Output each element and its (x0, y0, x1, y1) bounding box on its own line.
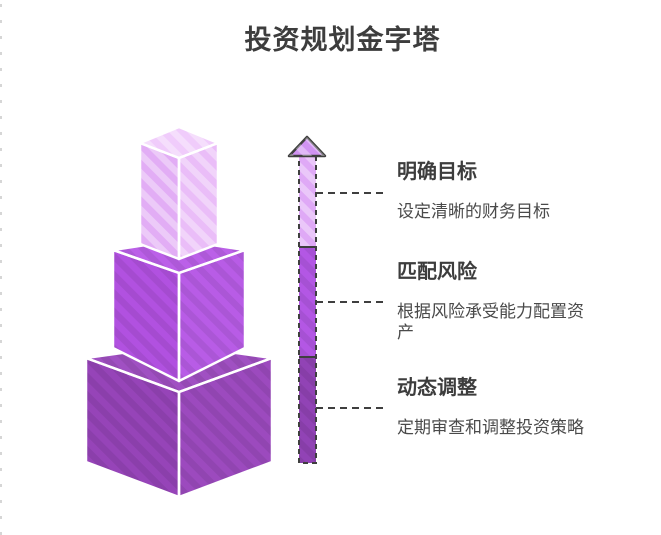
section-description: 根据风险承受能力配置资产 (397, 302, 584, 342)
page-left-dotted-border (0, 4, 2, 535)
page-title: 投资规划金字塔 (244, 25, 441, 55)
pyramid-level-bottom (84, 343, 274, 499)
section-dynamic-adjustment: 动态调整 定期审查和调整投资策略 (397, 376, 593, 438)
section-heading: 匹配风险 (397, 261, 477, 283)
upward-arrow (287, 135, 327, 464)
section-clear-goals: 明确目标 设定清晰的财务目标 (397, 160, 593, 222)
section-heading: 动态调整 (397, 377, 477, 399)
top-block-right-stripes (177, 141, 220, 261)
arrow-segment-top-stripes (299, 155, 316, 247)
bottom-block-right-stripes (177, 356, 274, 499)
top-block-left-stripes (138, 141, 181, 261)
section-description: 定期审查和调整投资策略 (397, 418, 584, 437)
arrow-head-stripes (289, 137, 325, 156)
section-heading: 明确目标 (397, 161, 477, 183)
section-match-risk: 匹配风险 根据风险承受能力配置资产 (397, 260, 593, 343)
section-description: 设定清晰的财务目标 (397, 202, 550, 221)
arrow-segment-lower-stripes (299, 247, 316, 463)
arrow-shaft-border (298, 154, 317, 464)
pyramid-level-top (138, 125, 220, 261)
pyramid-level-middle (111, 238, 247, 383)
connector-lines (316, 192, 385, 409)
middle-block-right-stripes (177, 248, 247, 383)
